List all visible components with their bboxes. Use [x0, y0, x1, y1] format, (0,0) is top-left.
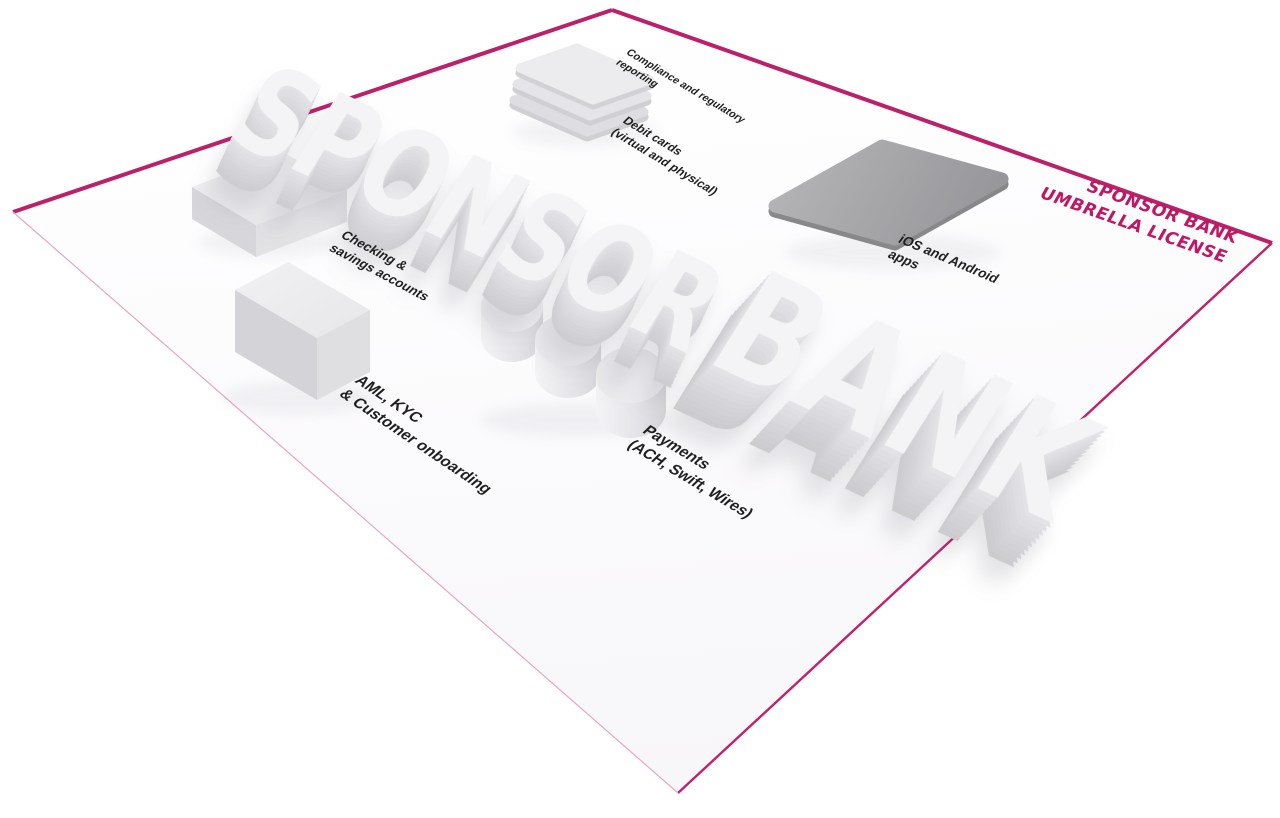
- payments-cylinders-icon: [481, 282, 666, 438]
- plane-border-top-right: [611, 8, 1273, 245]
- plane-border-top-left: [12, 8, 613, 214]
- report-stack-icon: [509, 43, 655, 142]
- deposit-box-icon: [192, 152, 347, 257]
- plane-border-bottom-left: [12, 211, 679, 794]
- plane-border-bottom-right: [677, 242, 1273, 794]
- mobile-device-icon: [768, 139, 1009, 251]
- deposit-box-icon: [235, 262, 370, 400]
